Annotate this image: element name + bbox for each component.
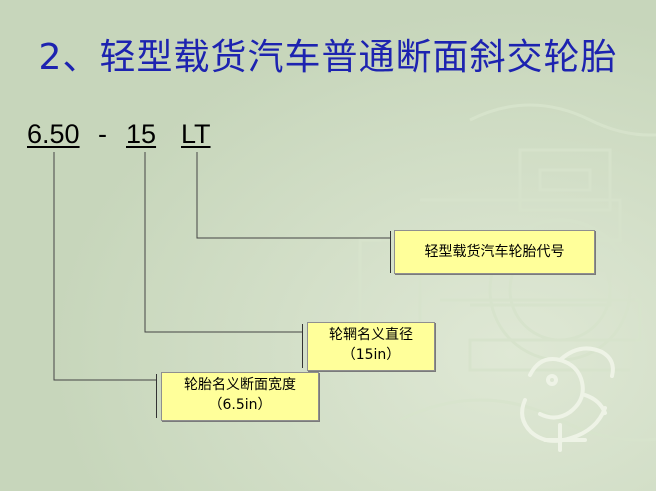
callout-rim-line2: （15in） xyxy=(341,347,401,363)
callout-section-width: 轮胎名义断面宽度 （6.5in） xyxy=(161,372,319,421)
rim-bracket xyxy=(302,324,303,368)
section-width-code: 6.50 xyxy=(27,119,80,149)
dragon-emblem-icon xyxy=(520,346,615,452)
tire-type-code: LT xyxy=(181,119,211,149)
slide-title: 2、轻型载货汽车普通断面斜交轮胎 xyxy=(38,37,618,78)
callout-tire-type: 轻型载货汽车轮胎代号 xyxy=(394,230,595,274)
callout-tire-type-text: 轻型载货汽车轮胎代号 xyxy=(424,244,565,260)
callout-rim-diameter: 轮辋名义直径 （15in） xyxy=(307,322,435,371)
callout-width-line1: 轮胎名义断面宽度 xyxy=(184,377,296,393)
type-bracket xyxy=(390,231,391,273)
width-bracket xyxy=(156,374,157,418)
rim-diameter-code: 15 xyxy=(126,119,157,149)
callout-rim-line1: 轮辋名义直径 xyxy=(329,327,413,343)
code-separator: - xyxy=(98,119,107,149)
callout-width-line2: （6.5in） xyxy=(208,397,272,413)
